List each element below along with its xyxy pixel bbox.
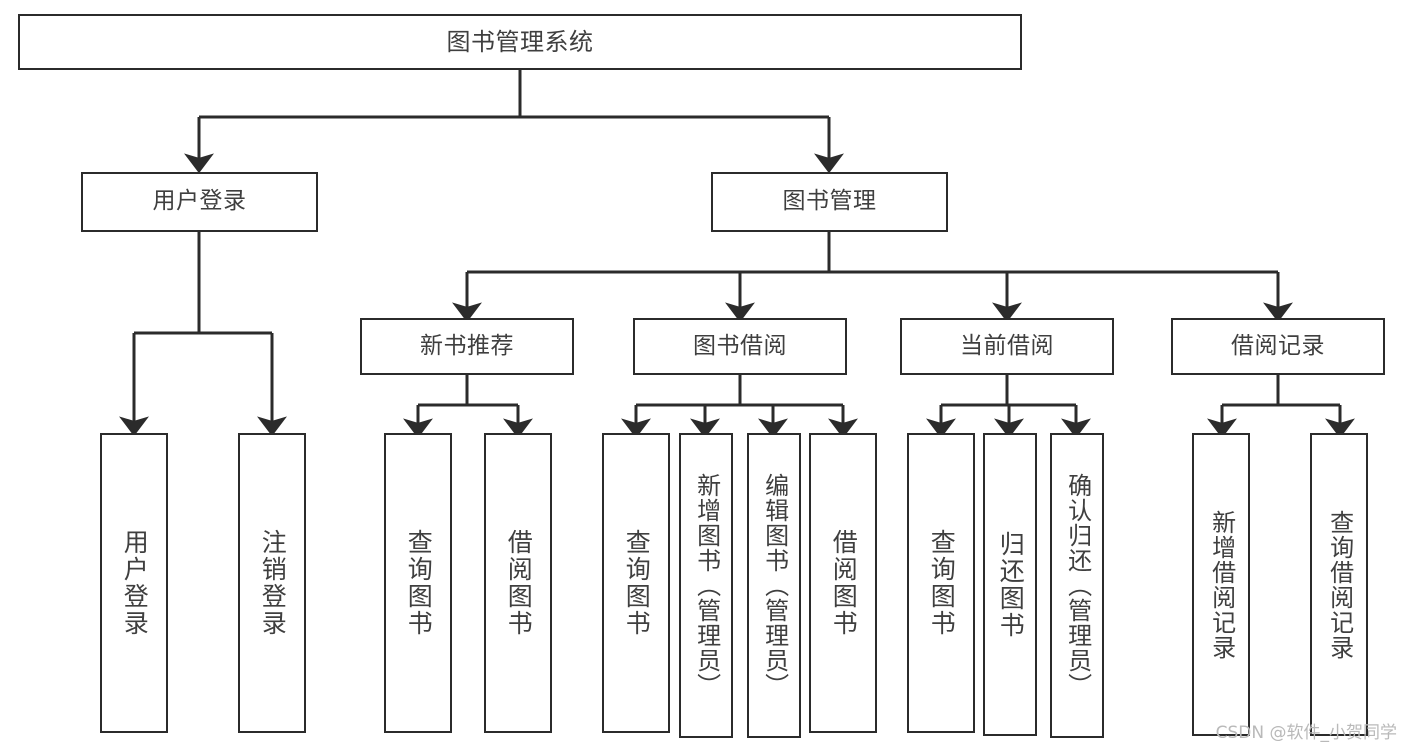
- node-root-book-management-system[interactable]: 图书管理系统: [18, 14, 1022, 70]
- node-label: 查询借阅记录: [1325, 509, 1354, 660]
- leaf-borrow-book-recommend[interactable]: 借阅图书: [484, 433, 552, 733]
- node-book-borrow[interactable]: 图书借阅: [633, 318, 847, 375]
- node-label: 新增图书（管理员）: [692, 473, 721, 698]
- leaf-logout[interactable]: 注销登录: [238, 433, 306, 733]
- node-label: 用户登录: [120, 529, 150, 637]
- node-label: 用户登录: [152, 188, 247, 215]
- leaf-return-book[interactable]: 归还图书: [983, 433, 1037, 736]
- node-label: 归还图书: [996, 530, 1026, 639]
- node-label: 注销登录: [258, 529, 288, 637]
- leaf-query-borrow-record[interactable]: 查询借阅记录: [1310, 433, 1368, 736]
- node-label: 查询图书: [927, 529, 957, 637]
- node-label: 借阅图书: [829, 529, 859, 637]
- leaf-borrow-book[interactable]: 借阅图书: [809, 433, 877, 733]
- node-label: 新书推荐: [420, 332, 514, 359]
- node-label: 图书借阅: [693, 332, 787, 359]
- leaf-query-book-borrow[interactable]: 查询图书: [602, 433, 670, 733]
- leaf-edit-book[interactable]: 编辑图书（管理员）: [747, 433, 801, 738]
- leaf-add-borrow-record[interactable]: 新增借阅记录: [1192, 433, 1250, 736]
- leaf-user-login[interactable]: 用户登录: [100, 433, 168, 733]
- node-user-login[interactable]: 用户登录: [81, 172, 318, 232]
- node-label: 新增借阅记录: [1207, 509, 1236, 660]
- node-label: 编辑图书（管理员）: [760, 473, 789, 698]
- node-label: 确认归还（管理员）: [1063, 473, 1092, 698]
- node-current-borrow[interactable]: 当前借阅: [900, 318, 1114, 375]
- node-borrow-record[interactable]: 借阅记录: [1171, 318, 1385, 375]
- node-label: 当前借阅: [960, 332, 1054, 359]
- node-label: 图书管理: [782, 188, 877, 215]
- csdn-watermark: CSDN @软件_小贺同学: [1215, 723, 1397, 743]
- leaf-add-book[interactable]: 新增图书（管理员）: [679, 433, 733, 738]
- node-label: 图书管理系统: [446, 27, 594, 56]
- leaf-query-book-recommend[interactable]: 查询图书: [384, 433, 452, 733]
- node-new-book-recommend[interactable]: 新书推荐: [360, 318, 574, 375]
- node-label: 借阅图书: [504, 529, 534, 637]
- node-label: 借阅记录: [1231, 332, 1325, 359]
- leaf-query-book-current[interactable]: 查询图书: [907, 433, 975, 733]
- node-book-management[interactable]: 图书管理: [711, 172, 948, 232]
- node-label: 查询图书: [404, 529, 434, 637]
- leaf-confirm-return[interactable]: 确认归还（管理员）: [1050, 433, 1104, 738]
- node-label: 查询图书: [622, 529, 652, 637]
